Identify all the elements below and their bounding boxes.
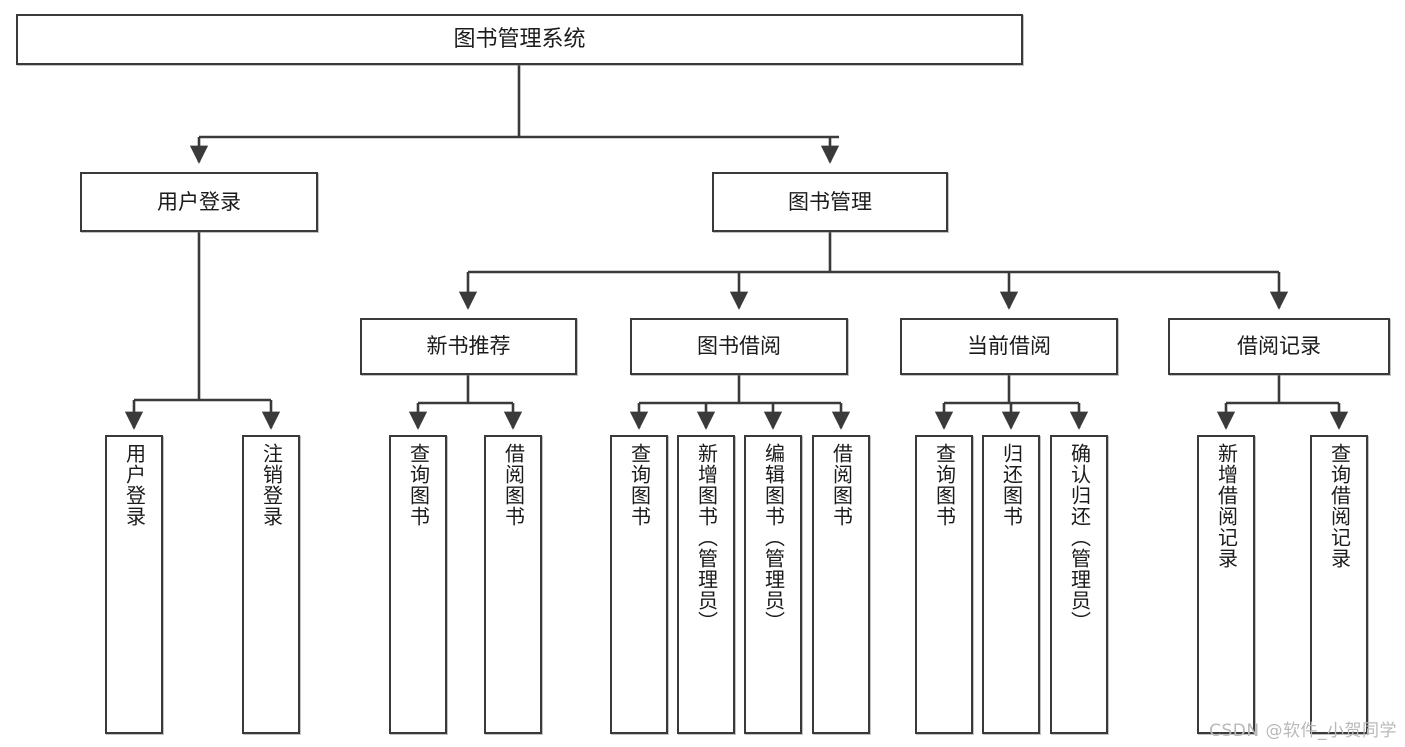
leaf-new-book-query[interactable]: 查询图书 bbox=[389, 435, 447, 734]
node-label: 借阅图书 bbox=[501, 443, 526, 527]
node-label: 新增图书（管理员） bbox=[694, 443, 719, 632]
node-label: 新增借阅记录 bbox=[1214, 443, 1239, 569]
leaf-record-add[interactable]: 新增借阅记录 bbox=[1197, 435, 1255, 734]
leaf-current-confirm-return[interactable]: 确认归还（管理员） bbox=[1050, 435, 1108, 734]
node-book-management[interactable]: 图书管理 bbox=[712, 172, 948, 232]
node-current-borrow[interactable]: 当前借阅 bbox=[900, 318, 1118, 375]
node-label: 借阅图书 bbox=[829, 443, 854, 527]
node-label: 图书借阅 bbox=[697, 334, 781, 359]
node-label: 查询图书 bbox=[932, 443, 957, 527]
leaf-borrow-add-book[interactable]: 新增图书（管理员） bbox=[677, 435, 735, 734]
node-root-system[interactable]: 图书管理系统 bbox=[16, 14, 1023, 65]
node-label: 归还图书 bbox=[999, 443, 1024, 527]
node-label: 确认归还（管理员） bbox=[1067, 443, 1092, 632]
node-borrow-record[interactable]: 借阅记录 bbox=[1168, 318, 1390, 375]
node-label: 注销登录 bbox=[259, 443, 284, 527]
node-label: 图书管理 bbox=[788, 189, 872, 214]
leaf-record-query[interactable]: 查询借阅记录 bbox=[1310, 435, 1368, 734]
node-label: 新书推荐 bbox=[426, 334, 511, 359]
node-label: 当前借阅 bbox=[967, 334, 1051, 359]
leaf-borrow-query-book[interactable]: 查询图书 bbox=[610, 435, 668, 734]
node-label: 借阅记录 bbox=[1237, 334, 1321, 359]
node-label: 用户登录 bbox=[157, 189, 241, 214]
node-label: 查询借阅记录 bbox=[1327, 443, 1352, 569]
node-user-login[interactable]: 用户登录 bbox=[80, 172, 318, 232]
node-label: 查询图书 bbox=[406, 443, 431, 527]
node-label: 编辑图书（管理员） bbox=[761, 443, 786, 632]
leaf-user-login-logout[interactable]: 注销登录 bbox=[242, 435, 300, 734]
leaf-current-return-book[interactable]: 归还图书 bbox=[982, 435, 1040, 734]
leaf-current-query-book[interactable]: 查询图书 bbox=[915, 435, 973, 734]
node-label: 图书管理系统 bbox=[453, 26, 586, 52]
node-new-book-recommend[interactable]: 新书推荐 bbox=[360, 318, 577, 375]
watermark-text: CSDN @软件_小贺同学 bbox=[1209, 721, 1397, 741]
leaf-user-login-login[interactable]: 用户登录 bbox=[105, 435, 163, 734]
node-label: 用户登录 bbox=[122, 443, 147, 527]
leaf-borrow-edit-book[interactable]: 编辑图书（管理员） bbox=[744, 435, 802, 734]
leaf-borrow-borrow-book[interactable]: 借阅图书 bbox=[812, 435, 870, 734]
leaf-new-book-borrow[interactable]: 借阅图书 bbox=[484, 435, 542, 734]
node-label: 查询图书 bbox=[627, 443, 652, 527]
node-book-borrow[interactable]: 图书借阅 bbox=[630, 318, 848, 375]
